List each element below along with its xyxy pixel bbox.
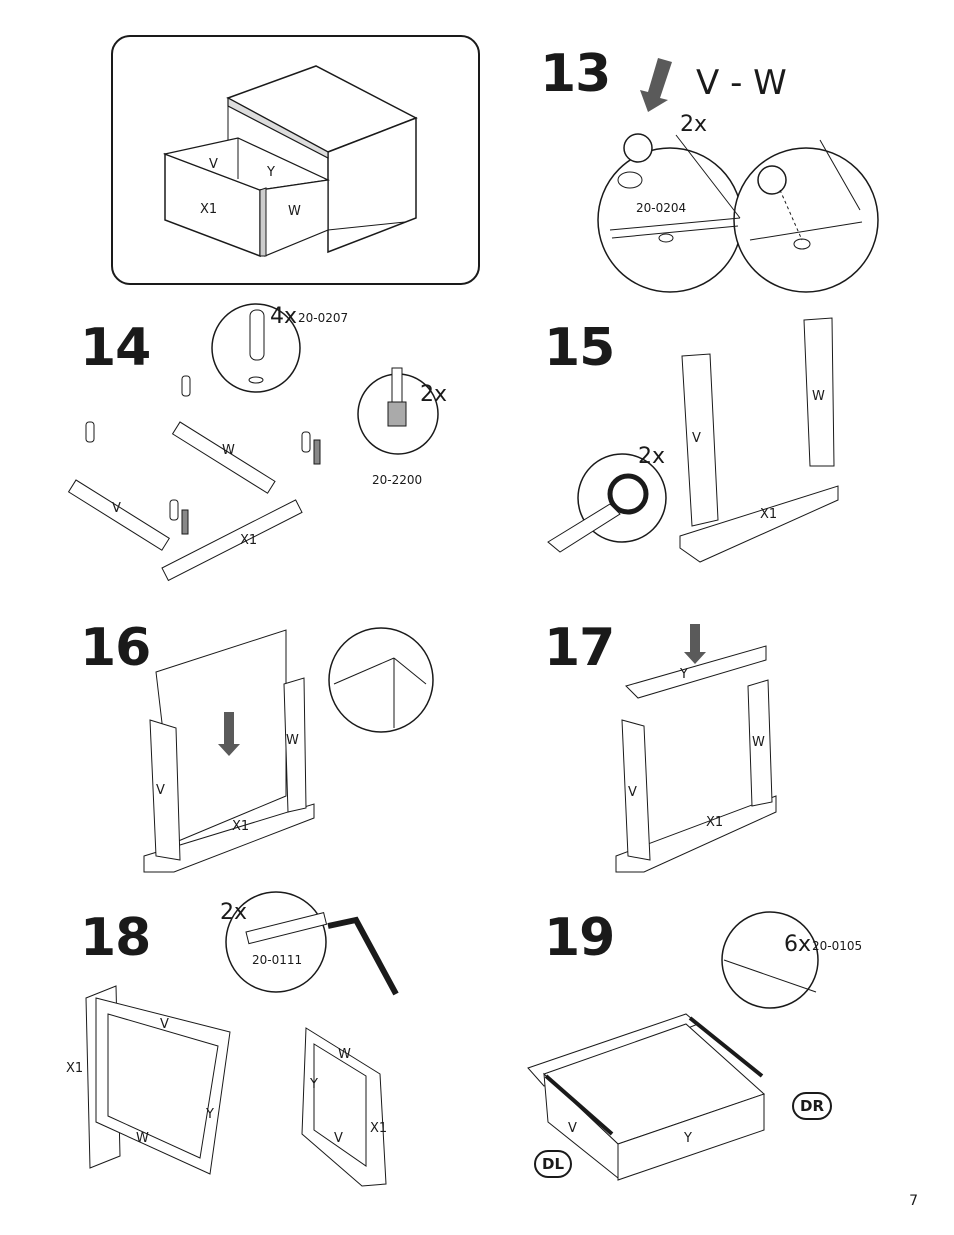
step-15-label-x1: X1 <box>760 507 778 522</box>
step-15-illustration <box>547 317 839 563</box>
step-14-qty-bolt: 2x <box>420 382 448 407</box>
overview-panel: V Y X1 W <box>110 34 482 286</box>
step-15: 15 2x V W X1 <box>540 316 850 566</box>
step-number: 16 <box>80 618 151 678</box>
step-13-illustration <box>597 58 879 293</box>
step-14: 14 4x 20-0207 2x 20-2200 W V X1 <box>67 303 476 604</box>
step-16-label-v: V <box>156 783 165 798</box>
step-18-qty: 2x <box>220 900 248 925</box>
step-18-label-w: W <box>136 1131 149 1146</box>
step-19-illustration <box>527 911 819 1181</box>
step-number: 14 <box>80 318 151 378</box>
step-18-label-y2: Y <box>310 1077 318 1092</box>
step-number: 18 <box>80 908 151 968</box>
step-18-illustration <box>85 891 399 1187</box>
step-17: 17 Y V W X1 <box>540 616 850 878</box>
step-16-label-w: W <box>286 733 299 748</box>
step-18-label-w2: W <box>338 1047 351 1062</box>
step-number: 13 <box>540 44 611 104</box>
step-15-label-v: V <box>692 431 701 446</box>
step-15-label-w: W <box>812 389 825 404</box>
step-18-label-x1: X1 <box>66 1061 84 1076</box>
step-13: 13 V - W 2x 20-0204 <box>540 40 880 293</box>
step-19-code: 20-0105 <box>812 939 863 953</box>
step-19-label-v: V <box>568 1121 577 1136</box>
step-16: 16 V W X1 <box>76 616 436 878</box>
step-13-qty: 2x <box>680 112 708 137</box>
step-17-label-v: V <box>628 785 637 800</box>
step-14-label-v: V <box>112 501 121 516</box>
step-19: 19 6x 20-0105 V Y DR DL <box>526 904 866 1194</box>
overview-label-x1: X1 <box>200 202 218 217</box>
step-14-code-bolt: 20-2200 <box>372 473 423 487</box>
step-number: 17 <box>544 618 615 678</box>
step-18-code: 20-0111 <box>252 953 303 967</box>
step-19-label-y: Y <box>684 1131 692 1146</box>
step-13-code: 20-0204 <box>636 201 687 215</box>
step-19-qty: 6x <box>784 932 812 957</box>
step-14-illustration <box>67 303 439 582</box>
tag-dl: DL <box>534 1150 573 1178</box>
step-18-label-v2: V <box>334 1131 343 1146</box>
step-18-label-y: Y <box>206 1107 214 1122</box>
tag-dr: DR <box>792 1092 833 1120</box>
step-14-qty-dowel: 4x <box>270 304 298 329</box>
overview-label-w: W <box>288 204 301 219</box>
step-14-code-dowel: 20-0207 <box>298 311 349 325</box>
step-16-illustration <box>143 627 434 873</box>
page-number: 7 <box>909 1193 918 1209</box>
step-18: 18 2x 20-0111 X1 V W Y W Y V X1 <box>60 890 420 1190</box>
step-16-label-x1: X1 <box>232 819 250 834</box>
step-15-qty: 2x <box>638 444 666 469</box>
overview-label-y: Y <box>267 165 275 180</box>
step-14-label-x1: X1 <box>240 533 258 548</box>
step-17-label-x1: X1 <box>706 815 724 830</box>
step-18-label-v: V <box>160 1017 169 1032</box>
step-14-label-w: W <box>222 443 235 458</box>
overview-label-v: V <box>209 157 218 172</box>
step-17-illustration <box>615 624 777 873</box>
step-17-label-y: Y <box>680 667 688 682</box>
step-number: 15 <box>544 318 615 378</box>
step-number: 19 <box>544 908 615 968</box>
step-18-label-x1b: X1 <box>370 1121 388 1136</box>
step-13-parts: V - W <box>696 63 787 103</box>
overview-illustration <box>111 35 480 285</box>
step-17-label-w: W <box>752 735 765 750</box>
